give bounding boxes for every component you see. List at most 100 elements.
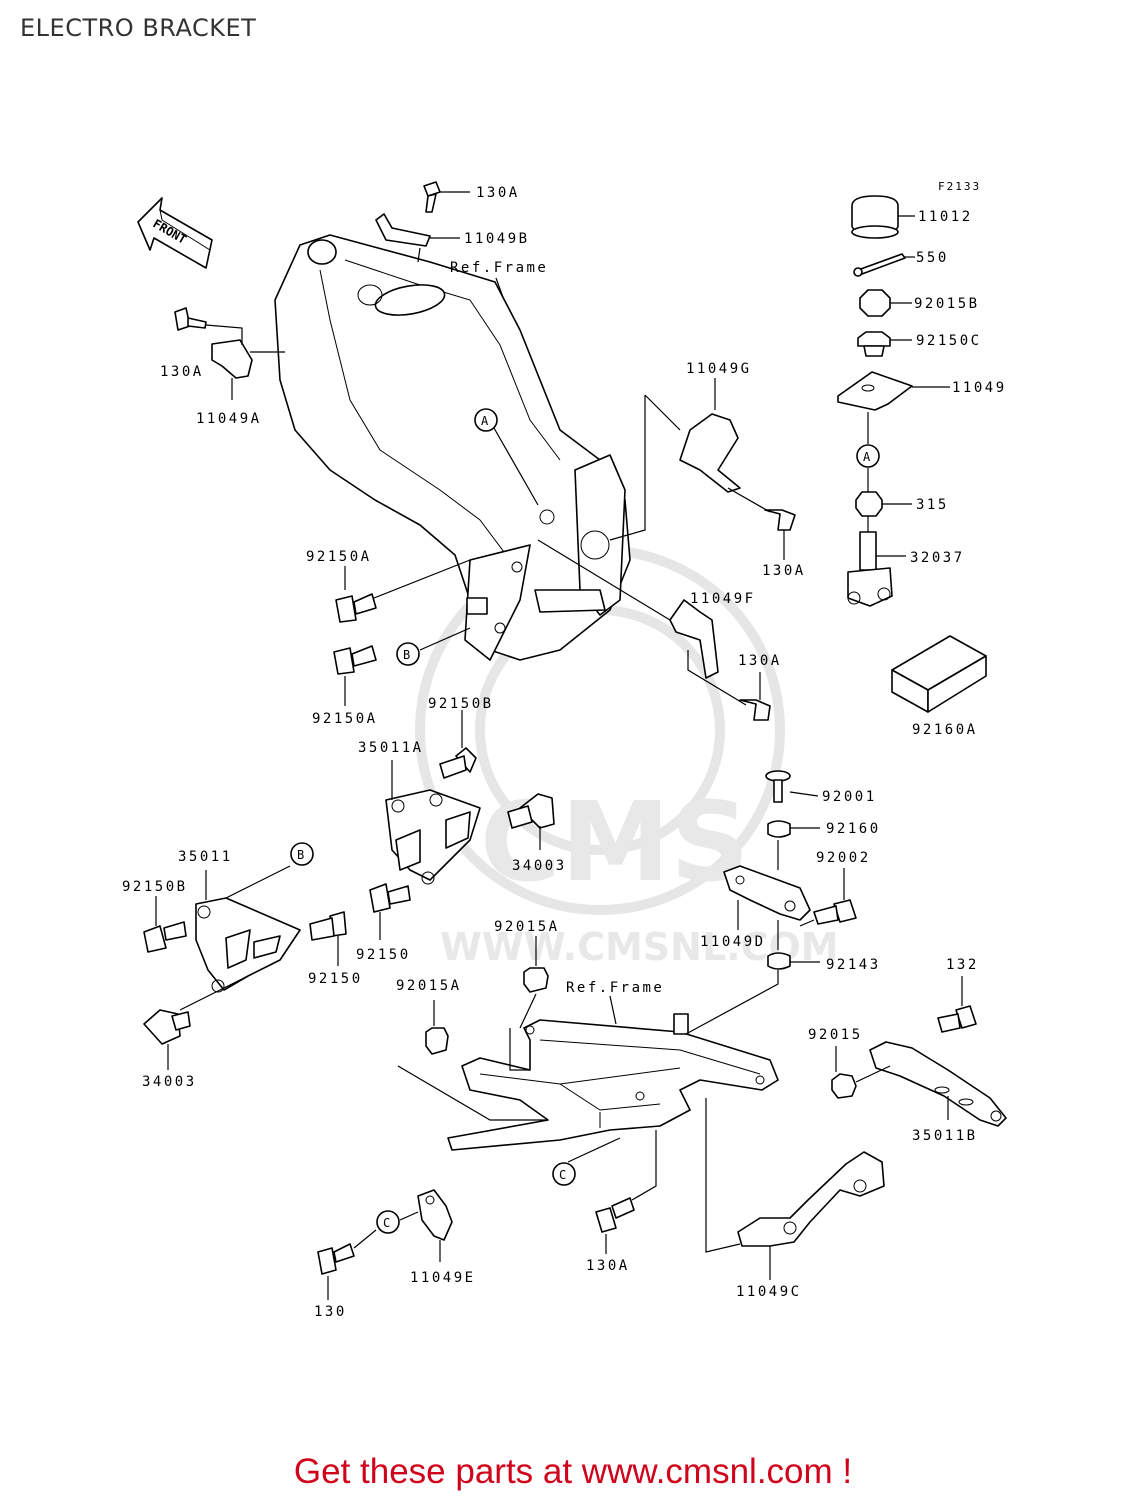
bracket-35011a — [385, 789, 481, 885]
label-92002: 92002 — [816, 850, 871, 866]
label-130a-right2: 130A — [738, 653, 782, 669]
label-35011a: 35011A — [358, 740, 424, 756]
grommet-92160 — [767, 820, 791, 838]
callout-c-1-label: C — [559, 1168, 566, 1182]
front-arrow-icon: FRONT — [137, 197, 213, 269]
bolt-92150b-2 — [143, 921, 187, 953]
label-35011b: 35011B — [912, 1128, 978, 1144]
nut-92015a-1 — [523, 967, 549, 993]
bracket-11049a — [211, 339, 253, 379]
bolt-92002 — [813, 899, 857, 925]
label-11049b: 11049B — [464, 231, 530, 247]
figure-code: F2133 — [938, 180, 981, 193]
callout-c-2: C — [376, 1210, 400, 1234]
nut-92150c — [857, 331, 891, 357]
label-130a-bottom: 130A — [586, 1258, 630, 1274]
label-32037: 32037 — [910, 550, 965, 566]
label-92160: 92160 — [826, 821, 881, 837]
label-92150-2: 92150 — [308, 971, 363, 987]
label-92160a: 92160A — [912, 722, 978, 738]
bracket-35011 — [195, 897, 301, 993]
label-ref-frame-bottom: Ref.Frame — [566, 980, 664, 996]
label-92015a-2: 92015A — [396, 978, 462, 994]
label-34003-1: 34003 — [512, 858, 567, 874]
bracket-35011b — [869, 1041, 1007, 1127]
label-11049d: 11049D — [700, 934, 766, 950]
label-92150c: 92150C — [916, 333, 982, 349]
label-11012: 11012 — [918, 209, 973, 225]
label-92015a-1: 92015A — [494, 919, 560, 935]
bracket-11049c — [737, 1151, 885, 1247]
label-35011: 35011 — [178, 849, 233, 865]
label-92001: 92001 — [822, 789, 877, 805]
callout-a-1-label: A — [481, 414, 489, 428]
callout-b-1: B — [396, 642, 420, 666]
bracket-11049d — [723, 865, 811, 921]
label-11049: 11049 — [952, 380, 1007, 396]
pin-550 — [853, 253, 906, 277]
label-130a-right1: 130A — [762, 563, 806, 579]
callout-b-2-label: B — [297, 848, 304, 862]
bracket-11049e — [417, 1189, 453, 1241]
clamp-34003-2 — [143, 1009, 191, 1045]
callout-b-2: B — [290, 842, 314, 866]
bracket-11049 — [837, 371, 913, 411]
bolt-132 — [937, 1005, 977, 1033]
label-34003-2: 34003 — [142, 1074, 197, 1090]
watermark-brand: CMS — [480, 778, 749, 906]
bolt-130a-right1 — [764, 509, 796, 531]
bolt-130a-top — [423, 181, 441, 213]
bracket-11049g — [679, 413, 741, 493]
bolt-92150a-1 — [335, 593, 377, 623]
footer-shop-link[interactable]: Get these parts at www.cmsnl.com ! — [293, 1452, 853, 1491]
bolt-130 — [317, 1243, 355, 1275]
nut-92015b — [859, 289, 891, 317]
label-92150b-2: 92150B — [122, 879, 188, 895]
label-11049g: 11049G — [686, 361, 752, 377]
label-11049c: 11049C — [736, 1284, 802, 1300]
bolt-92150-2 — [309, 911, 347, 941]
label-92015b: 92015B — [914, 296, 980, 312]
label-11049f: 11049F — [690, 591, 756, 607]
label-92150a-1: 92150A — [306, 549, 372, 565]
bolt-130a-left — [174, 307, 207, 331]
bolt-92001 — [765, 770, 791, 803]
callout-a-2-label: A — [863, 450, 871, 464]
label-11049e: 11049E — [410, 1270, 476, 1286]
label-92150a-2: 92150A — [312, 711, 378, 727]
bolt-92150a-2 — [333, 645, 377, 675]
label-130a-left: 130A — [160, 364, 204, 380]
bracket-11049f — [669, 599, 719, 679]
collar-92143 — [767, 952, 791, 970]
pad-92160a — [891, 635, 987, 713]
bolt-130a-right2 — [739, 699, 771, 721]
callout-a-1: A — [474, 408, 498, 432]
label-315: 315 — [916, 497, 949, 513]
bolt-92150b-1 — [439, 747, 477, 779]
sub-frame — [447, 1013, 779, 1151]
bolt-92150-1 — [369, 883, 411, 913]
callout-b-1-label: B — [403, 648, 410, 662]
bolt-130a-bottom — [595, 1197, 635, 1233]
label-92150-1: 92150 — [356, 947, 411, 963]
clamp-34003-1 — [507, 793, 555, 829]
label-130: 130 — [314, 1304, 347, 1320]
label-92143: 92143 — [826, 957, 881, 973]
label-92150b-1: 92150B — [428, 696, 494, 712]
nut-315 — [855, 491, 883, 517]
label-132: 132 — [946, 957, 979, 973]
cap-11012 — [851, 195, 899, 239]
page-title: ELECTRO BRACKET — [20, 14, 257, 42]
callout-a-2: A — [856, 444, 880, 468]
nut-92015 — [831, 1073, 857, 1099]
callout-c-2-label: C — [383, 1216, 390, 1230]
label-92015: 92015 — [808, 1027, 863, 1043]
label-11049a: 11049A — [196, 411, 262, 427]
nut-92015a-2 — [425, 1027, 449, 1055]
main-frame — [274, 234, 631, 661]
bracket-11049b — [375, 213, 431, 247]
label-ref-frame-top: Ref.Frame — [450, 260, 548, 276]
terminal-32037 — [847, 531, 893, 607]
label-550: 550 — [916, 250, 949, 266]
